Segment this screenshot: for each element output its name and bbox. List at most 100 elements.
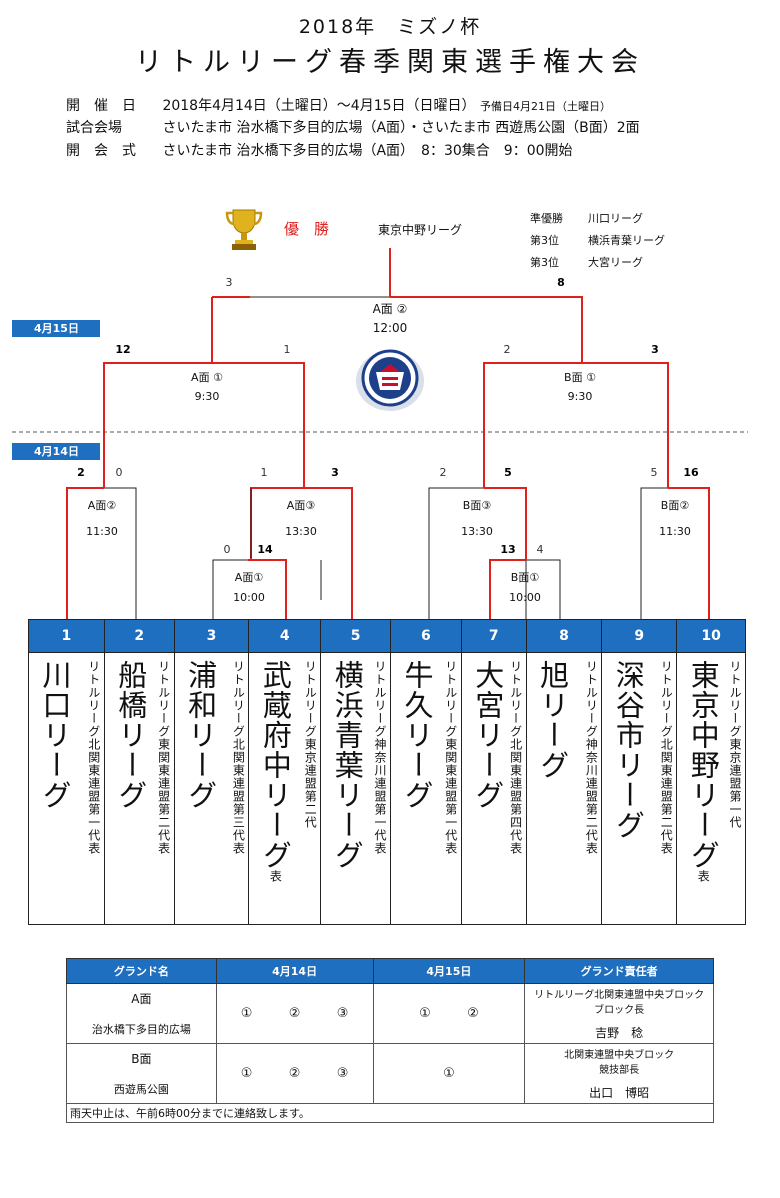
ground-cell: B面 西遊馬公園 [66, 1043, 217, 1104]
team-league: リトルリーグ東京連盟第二代 [303, 660, 318, 829]
ground-name: B面 [131, 1052, 152, 1066]
semi-left-time: 9:30 [194, 390, 220, 403]
team-column: 1 川口リーグ リトルリーグ北関東連盟第一代表 [29, 620, 104, 924]
semi-left-score-left: 12 [115, 343, 131, 356]
info-date-label: 開 催 日 [66, 98, 136, 114]
team-number: 1 [29, 620, 104, 653]
game-slot: ① [419, 1006, 431, 1021]
info-opening: 開 会 式 さいたま市 治水橋下多目的広場（A面） 8：30集合 9：00開始 [66, 140, 573, 160]
third-label-1: 第3位 [530, 234, 559, 247]
r1a-venue: A面① [234, 571, 264, 584]
info-venue: 試合会場 さいたま市 治水橋下多目的広場（A面）・さいたま市 西遊馬公園（B面）… [66, 117, 640, 137]
r1b-time: 10:00 [509, 591, 541, 604]
qf4-score-right: 16 [683, 466, 699, 479]
third-team-2: 大宮リーグ [588, 256, 643, 269]
team-number: 6 [391, 620, 461, 653]
runner-up-label: 準優勝 [530, 212, 563, 225]
qf1-score-left: 2 [77, 466, 85, 479]
team-name: 武蔵府中リーグ表 [258, 660, 293, 883]
responsible-cell: 北関東連盟中央ブロック 競技部長 出口 博昭 [524, 1043, 714, 1104]
team-column: 9 深谷市リーグ リトルリーグ北関東連盟第二代表 [601, 620, 677, 924]
info-opening-value: さいたま市 治水橋下多目的広場（A面） 8：30集合 9：00開始 [162, 143, 573, 159]
team-column: 3 浦和リーグ リトルリーグ北関東連盟第三代表 [173, 620, 249, 924]
team-column: 2 船橋リーグ リトルリーグ東関東連盟第二代表 [103, 620, 174, 924]
semi-left-score-right: 1 [283, 343, 291, 356]
responsible-org: リトルリーグ北関東連盟中央ブロック [534, 990, 705, 1001]
qf1-time: 11:30 [86, 525, 118, 538]
team-name: 大宮リーグ [470, 660, 505, 810]
qf3-score-left: 2 [439, 466, 447, 479]
team-name: 川口リーグ [38, 660, 72, 810]
ground-cell: A面 治水橋下多目的広場 [66, 983, 217, 1044]
semi-right-venue: B面 ① [564, 371, 596, 384]
r1b-score-left: 13 [500, 543, 516, 556]
team-name: 船橋リーグ [113, 660, 148, 810]
game-slot: ③ [336, 1006, 349, 1021]
team-league: リトルリーグ北関東連盟第二代表 [659, 660, 674, 855]
team-number: 5 [321, 620, 390, 653]
third-label-2: 第3位 [530, 256, 559, 269]
game-slot: ② [288, 1006, 301, 1021]
info-reserve: 予備日4月21日（土曜日） [479, 100, 611, 113]
team-number: 2 [104, 620, 174, 653]
date-badge-day2: 4月15日 [12, 320, 100, 337]
team-column: 7 大宮リーグ リトルリーグ北関東連盟第四代表 [460, 620, 526, 924]
ground-place: 治水橋下多目的広場 [91, 1023, 191, 1036]
team-number: 7 [461, 620, 526, 653]
ground-place: 西遊馬公園 [113, 1083, 169, 1096]
qf2-venue: A面③ [286, 499, 316, 512]
team-number: 4 [249, 620, 321, 653]
bracket-lines [12, 248, 748, 619]
responsible-name: 出口 博昭 [589, 1086, 650, 1100]
semi-right-score-right: 3 [651, 343, 659, 356]
header-responsible: グランド責任者 [524, 958, 714, 984]
final-time: 12:00 [372, 321, 408, 335]
title-line2: リトルリーグ春季関東選手権大会 [135, 47, 645, 78]
champion-label: 優 勝 [284, 220, 330, 238]
semi-right-score-left: 2 [503, 343, 511, 356]
team-number: 9 [602, 620, 677, 653]
info-date: 開 催 日 2018年4月14日（土曜日）～4月15日（日曜日） 予備日4月21… [66, 95, 611, 115]
team-column: 8 旭リーグ リトルリーグ神奈川連盟第二代表 [525, 620, 602, 924]
final-score-right: 8 [557, 276, 565, 289]
team-column: 10 東京中野リーグ表 リトルリーグ東京連盟第一代 [676, 620, 745, 924]
team-league: リトルリーグ東関東連盟第一代表 [443, 660, 458, 855]
responsible-title: 競技部長 [599, 1065, 640, 1076]
team-league: リトルリーグ神奈川連盟第二代表 [584, 660, 599, 855]
header-day2: 4月15日 [372, 958, 526, 984]
runner-up-team: 川口リーグ [588, 212, 643, 225]
team-name: 牛久リーグ [400, 660, 434, 810]
header-ground: グランド名 [66, 958, 217, 984]
game-slot: ② [467, 1006, 479, 1021]
r1b-venue: B面① [510, 571, 540, 584]
responsible-cell: リトルリーグ北関東連盟中央ブロック ブロック長 吉野 稔 [524, 983, 714, 1044]
third-team-1: 横浜青葉リーグ [588, 234, 665, 247]
team-name: 東京中野リーグ表 [686, 660, 721, 883]
team-column: 4 武蔵府中リーグ表 リトルリーグ東京連盟第二代 [248, 620, 321, 924]
info-venue-label: 試合会場 [66, 120, 122, 136]
qf1-score-right: 0 [115, 466, 123, 479]
day1-games: ① ② ③ [215, 983, 374, 1044]
ground-name: A面 [131, 992, 152, 1006]
team-league: リトルリーグ北関東連盟第三代表 [231, 660, 246, 855]
team-league: リトルリーグ東京連盟第一代 [728, 660, 742, 829]
date-badge-day1: 4月14日 [12, 443, 100, 460]
little-league-emblem [356, 349, 424, 411]
rain-note: 雨天中止は、午前6時00分までに連絡致します。 [66, 1103, 714, 1123]
teams-table: 1 川口リーグ リトルリーグ北関東連盟第一代表 2 船橋リーグ リトルリーグ東関… [28, 619, 746, 925]
qf4-score-left: 5 [650, 466, 658, 479]
qf1-venue: A面② [87, 499, 117, 512]
title-line1: 2018年 ミズノ杯 [298, 16, 482, 38]
info-venue-value: さいたま市 治水橋下多目的広場（A面）・さいたま市 西遊馬公園（B面）2面 [162, 120, 640, 136]
team-league: リトルリーグ神奈川連盟第一代表 [373, 660, 387, 855]
semi-right-time: 9:30 [567, 390, 593, 403]
game-slot: ① [240, 1006, 253, 1021]
info-date-value: 2018年4月14日（土曜日）～4月15日（日曜日） [162, 98, 476, 114]
responsible-name: 吉野 稔 [595, 1026, 644, 1040]
header-day1: 4月14日 [215, 958, 374, 984]
final-score-left: 3 [225, 276, 233, 289]
final-venue: A面 ② [372, 302, 408, 316]
team-name: 深谷市リーグ [611, 660, 646, 840]
